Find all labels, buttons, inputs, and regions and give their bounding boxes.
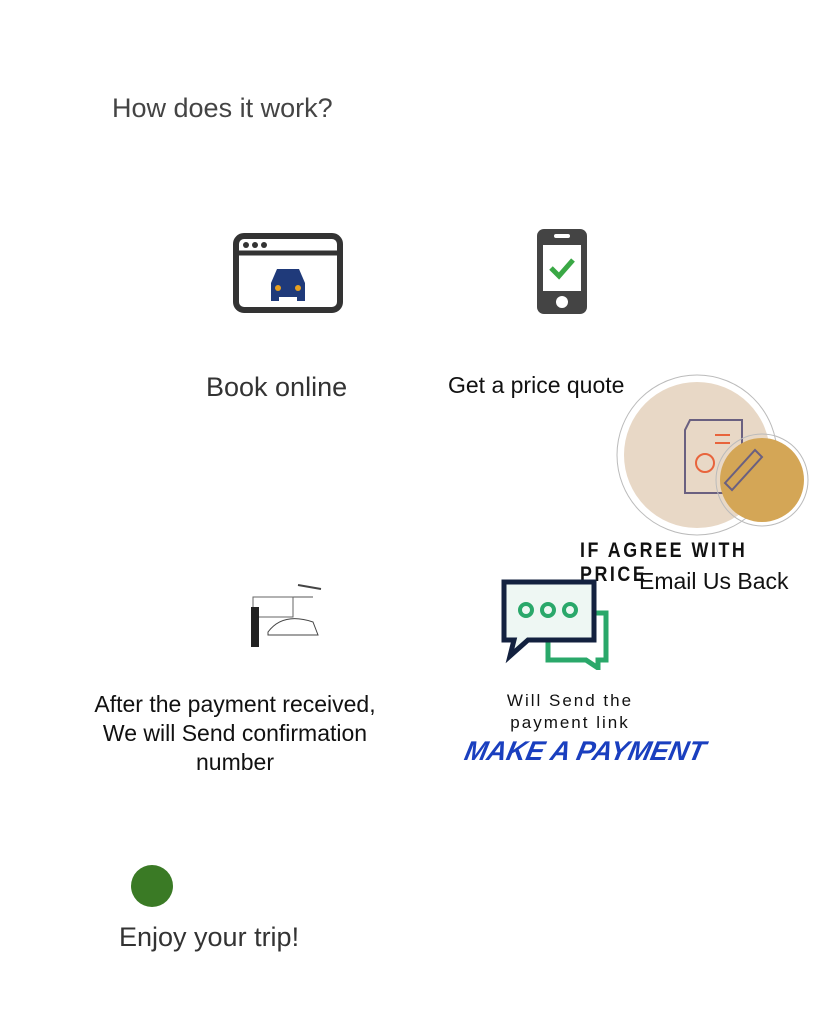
green-dot-icon bbox=[131, 865, 173, 907]
browser-car-icon bbox=[233, 233, 343, 313]
link-line-1: Will Send the bbox=[506, 691, 634, 710]
step-book-online: Book online bbox=[206, 372, 348, 402]
make-payment-label: MAKE A PAYMENT bbox=[461, 736, 709, 766]
document-edit-icon bbox=[616, 374, 809, 536]
step-enjoy: Enjoy your trip! bbox=[119, 922, 300, 952]
confirm-line-3: number bbox=[196, 749, 274, 775]
step-email-back: Email Us Back bbox=[639, 568, 789, 594]
link-line-2: payment link bbox=[510, 713, 630, 732]
phone-check-icon bbox=[537, 229, 587, 314]
payment-link-text: Will Send the payment link bbox=[490, 690, 650, 734]
confirm-line-1: After the payment received, bbox=[94, 691, 376, 717]
travel-illustration bbox=[251, 584, 322, 647]
step-confirmation: After the payment received, We will Send… bbox=[40, 690, 430, 777]
confirm-line-2: We will Send confirmation bbox=[102, 720, 368, 746]
chat-bubbles-icon bbox=[501, 579, 609, 670]
page-title: How does it work? bbox=[112, 93, 333, 123]
step-price-quote: Get a price quote bbox=[448, 372, 625, 398]
